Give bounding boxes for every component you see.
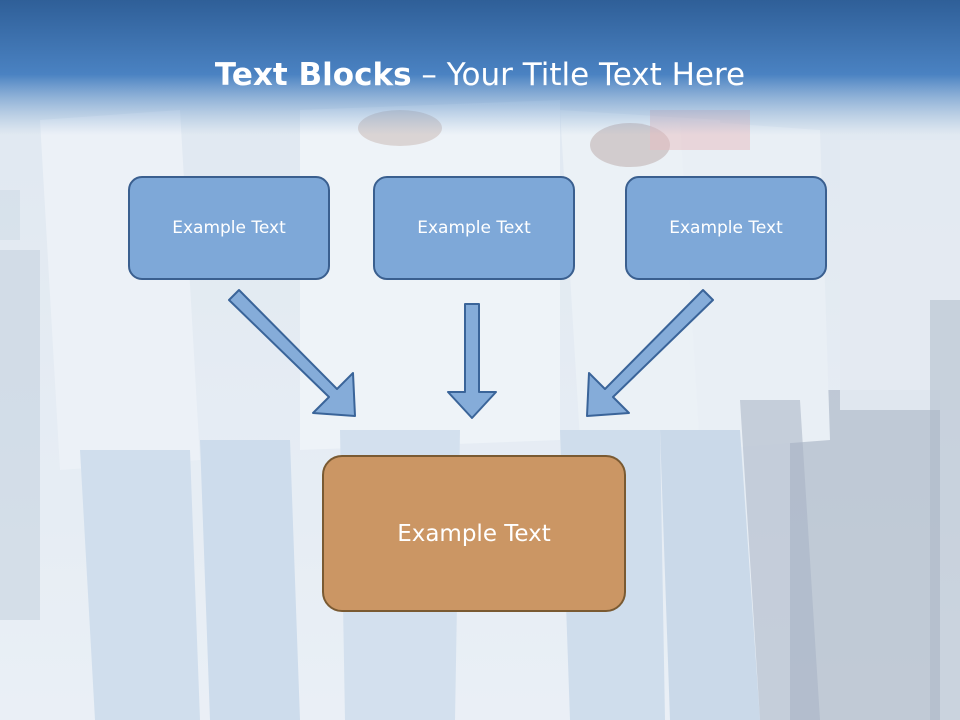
text-block-right[interactable]: Example Text (625, 176, 827, 280)
title-bold: Text Blocks (214, 57, 412, 93)
slide-title: Text Blocks – Your Title Text Here (0, 52, 960, 98)
text-block-right-label: Example Text (669, 218, 783, 238)
text-block-center-label: Example Text (397, 520, 551, 547)
arrow-right-diagonal (586, 289, 714, 417)
arrow-center-down (447, 303, 497, 419)
title-separator: – (411, 57, 447, 93)
text-block-left-label: Example Text (172, 218, 286, 238)
text-block-middle-label: Example Text (417, 218, 531, 238)
title-rest: Your Title Text Here (446, 57, 746, 93)
text-block-left[interactable]: Example Text (128, 176, 330, 280)
arrow-left-diagonal (228, 289, 356, 417)
text-block-middle[interactable]: Example Text (373, 176, 575, 280)
text-block-center[interactable]: Example Text (322, 455, 626, 612)
